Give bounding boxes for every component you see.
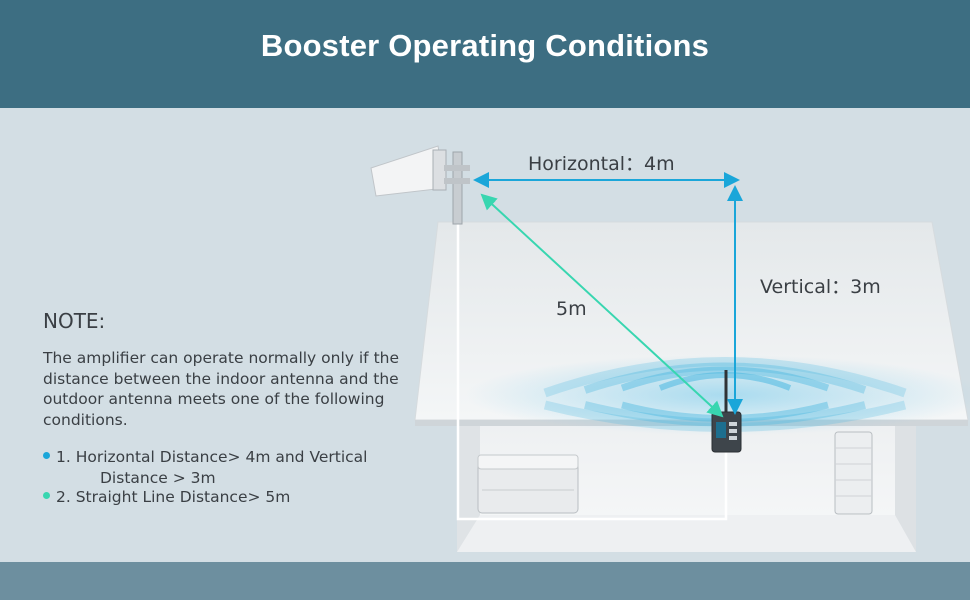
outdoor-antenna-icon: [370, 145, 470, 225]
header-banner: Booster Operating Conditions: [0, 0, 970, 108]
page-title: Booster Operating Conditions: [260, 28, 710, 63]
vertical-distance-label: Vertical：3m: [760, 276, 881, 298]
straight-distance-label: 5m: [556, 298, 587, 320]
note-body: The amplifier can operate normally only …: [43, 349, 400, 429]
straight-line-distance-arrow: [480, 193, 724, 418]
booster-device-icon: [711, 370, 742, 453]
footer-band: [0, 562, 970, 600]
horizontal-distance-label: Horizontal：4m: [528, 153, 675, 175]
antenna-cable: [456, 190, 728, 521]
indoor-device-left: [477, 454, 579, 514]
condition-2-line1: 2. Straight Line Distance> 5m: [56, 488, 291, 506]
indoor-device-right: [834, 431, 873, 515]
bullet-icon: [43, 492, 50, 499]
condition-item-1: 1. Horizontal Distance> 4m and Vertical …: [43, 447, 403, 488]
bullet-icon: [43, 452, 50, 459]
condition-1-line1: 1. Horizontal Distance> 4m and Vertical: [56, 448, 368, 466]
note-heading: NOTE:: [43, 309, 106, 333]
condition-1-line2: Distance > 3m: [100, 468, 216, 487]
condition-item-2: 2. Straight Line Distance> 5m: [43, 487, 403, 508]
